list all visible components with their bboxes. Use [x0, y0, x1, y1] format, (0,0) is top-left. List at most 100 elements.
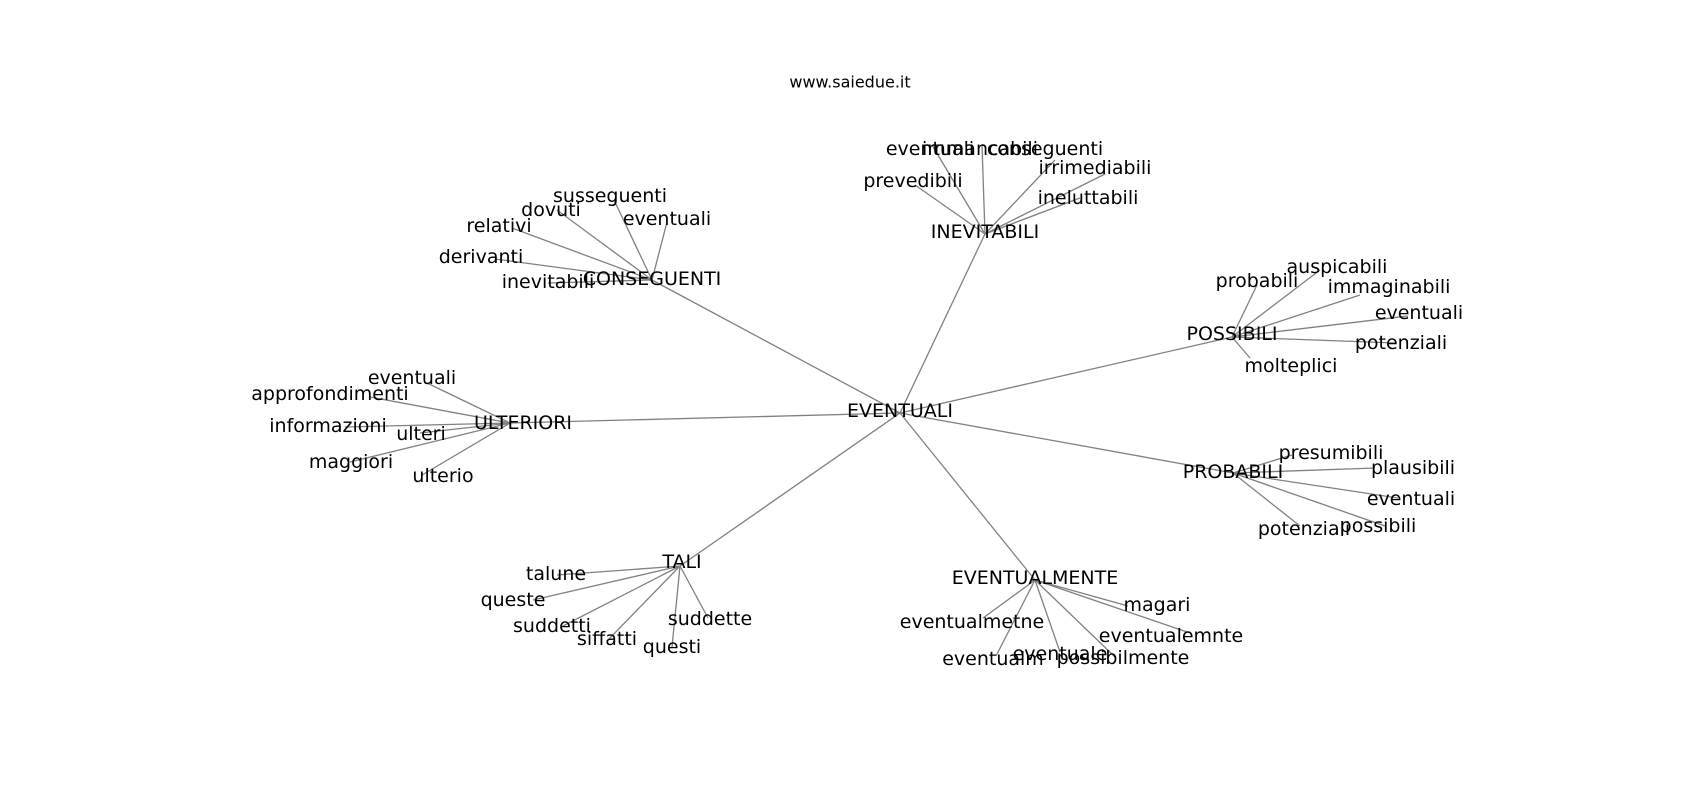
edge-group-to-leaf	[1232, 467, 1376, 474]
group-node-label: INEVITABILI	[931, 221, 1039, 243]
edge-group-to-leaf	[1231, 336, 1397, 344]
site-label: www.saiedue.it	[789, 73, 910, 92]
group-node-label: ULTERIORI	[474, 412, 572, 434]
edge-group-to-leaf	[1232, 472, 1386, 527]
leaf-node-label: auspicabili	[1287, 256, 1388, 278]
edge-group-to-leaf	[560, 565, 681, 628]
edge-group-to-leaf	[931, 144, 986, 235]
leaf-node-label: prevedibili	[863, 170, 962, 192]
leaf-node-label: questi	[643, 636, 701, 658]
edge-group-to-leaf	[1231, 294, 1361, 338]
edge-group-to-leaf	[511, 227, 653, 281]
leaf-node-label: inevitabili	[502, 271, 595, 293]
leaf-node-label: irrimediabili	[1039, 157, 1152, 179]
leaf-node-label: informazioni	[269, 415, 386, 437]
leaf-node-label: magari	[1124, 594, 1191, 616]
edge-group-to-leaf	[1232, 472, 1301, 527]
leaf-node-label: molteplici	[1245, 355, 1338, 377]
leaf-node-label: immaginabili	[1328, 276, 1451, 298]
leaf-node-label: conseguenti	[987, 138, 1103, 160]
edge-group-to-leaf	[369, 396, 511, 424]
group-node-label: PROBABILI	[1183, 461, 1283, 483]
edge-group-to-leaf	[984, 197, 1081, 235]
leaf-node-label: eventuali	[623, 208, 711, 230]
leaf-node-label: eventuali	[1375, 302, 1463, 324]
edge-group-to-leaf	[1231, 284, 1258, 338]
edge-group-to-leaf	[349, 422, 511, 463]
group-node-label: EVENTUALMENTE	[952, 567, 1119, 589]
leaf-node-label: possibilmente	[1057, 647, 1190, 669]
edge-center-to-group	[899, 336, 1233, 414]
edge-group-to-leaf	[1034, 579, 1191, 634]
edge-group-to-leaf	[671, 565, 681, 648]
edge-group-to-leaf	[1232, 472, 1399, 499]
leaf-node-label: talune	[526, 563, 586, 585]
leaf-node-label: eventuali	[886, 138, 974, 160]
leaf-node-label: immancabili	[922, 138, 1038, 160]
leaf-node-label: eventuali	[1367, 488, 1455, 510]
group-node-label: CONSEGUENTI	[583, 268, 722, 290]
edge-group-to-leaf	[984, 173, 1106, 235]
edge-group-to-leaf	[419, 422, 511, 434]
center-node-label: EVENTUALI	[847, 400, 953, 422]
edge-group-to-leaf	[494, 258, 653, 281]
graph-labels: eventualiimmancabiliconseguentiirrimedia…	[251, 138, 1463, 670]
edge-group-to-leaf	[995, 579, 1036, 657]
edge-group-to-leaf	[547, 279, 653, 284]
leaf-node-label: derivanti	[439, 246, 524, 268]
edge-group-to-leaf	[613, 199, 653, 281]
edge-group-to-leaf	[421, 422, 511, 476]
edge-group-to-leaf	[1231, 269, 1321, 338]
edge-center-to-group	[899, 412, 1234, 474]
leaf-node-label: presumibili	[1279, 442, 1384, 464]
leaf-node-label: approfondimenti	[251, 383, 408, 405]
edge-group-to-leaf	[1232, 454, 1293, 474]
leaf-node-label: eventualemnte	[1099, 625, 1243, 647]
group-node-label: POSSIBILI	[1187, 323, 1278, 345]
edge-center-to-group	[899, 233, 986, 414]
leaf-node-label: susseguenti	[553, 185, 667, 207]
leaf-node-label: ineluttabili	[1038, 187, 1139, 209]
edge-group-to-leaf	[556, 209, 653, 281]
edge-group-to-leaf	[1034, 579, 1129, 607]
edge-group-to-leaf	[344, 422, 511, 428]
edge-group-to-leaf	[426, 382, 511, 424]
edge-group-to-leaf	[981, 144, 986, 235]
edge-group-to-leaf	[556, 565, 681, 576]
leaf-node-label: eventualm	[942, 648, 1044, 670]
leaf-node-label: ulteri	[396, 423, 446, 445]
edge-center-to-group	[509, 412, 901, 424]
leaf-node-label: suddette	[668, 608, 752, 630]
leaf-node-label: suddetti	[513, 615, 591, 637]
edge-group-to-leaf	[679, 565, 709, 619]
leaf-node-label: siffatti	[577, 628, 637, 650]
leaf-node-label: queste	[481, 589, 546, 611]
leaf-node-label: plausibili	[1371, 457, 1455, 479]
edge-group-to-leaf	[1034, 579, 1116, 658]
edge-group-to-leaf	[1034, 579, 1061, 653]
edge-group-to-leaf	[984, 159, 1056, 235]
leaf-node-label: potenziali	[1355, 332, 1447, 354]
leaf-node-label: eventuale	[1013, 643, 1108, 665]
edge-center-to-group	[651, 279, 901, 414]
graph-edges	[344, 144, 1409, 658]
edge-group-to-leaf	[914, 184, 986, 235]
leaf-node-label: possibili	[1340, 515, 1417, 537]
edge-group-to-leaf	[606, 565, 681, 642]
edge-center-to-group	[679, 412, 901, 567]
group-node-label: TALI	[661, 551, 701, 573]
edge-center-to-group	[899, 412, 1036, 581]
leaf-node-label: probabili	[1216, 270, 1299, 292]
edge-group-to-leaf	[532, 565, 681, 601]
edge-group-to-leaf	[651, 221, 668, 281]
leaf-node-label: maggiori	[309, 451, 393, 473]
leaf-node-label: dovuti	[521, 199, 581, 221]
leaf-node-label: potenziali	[1258, 518, 1350, 540]
edge-group-to-leaf	[1231, 315, 1409, 338]
edge-group-to-leaf	[982, 579, 1036, 619]
edge-group-to-leaf	[1231, 336, 1251, 359]
leaf-node-label: ulterio	[412, 465, 473, 487]
leaf-node-label: eventualmetne	[900, 611, 1044, 633]
leaf-node-label: relativi	[466, 215, 531, 237]
